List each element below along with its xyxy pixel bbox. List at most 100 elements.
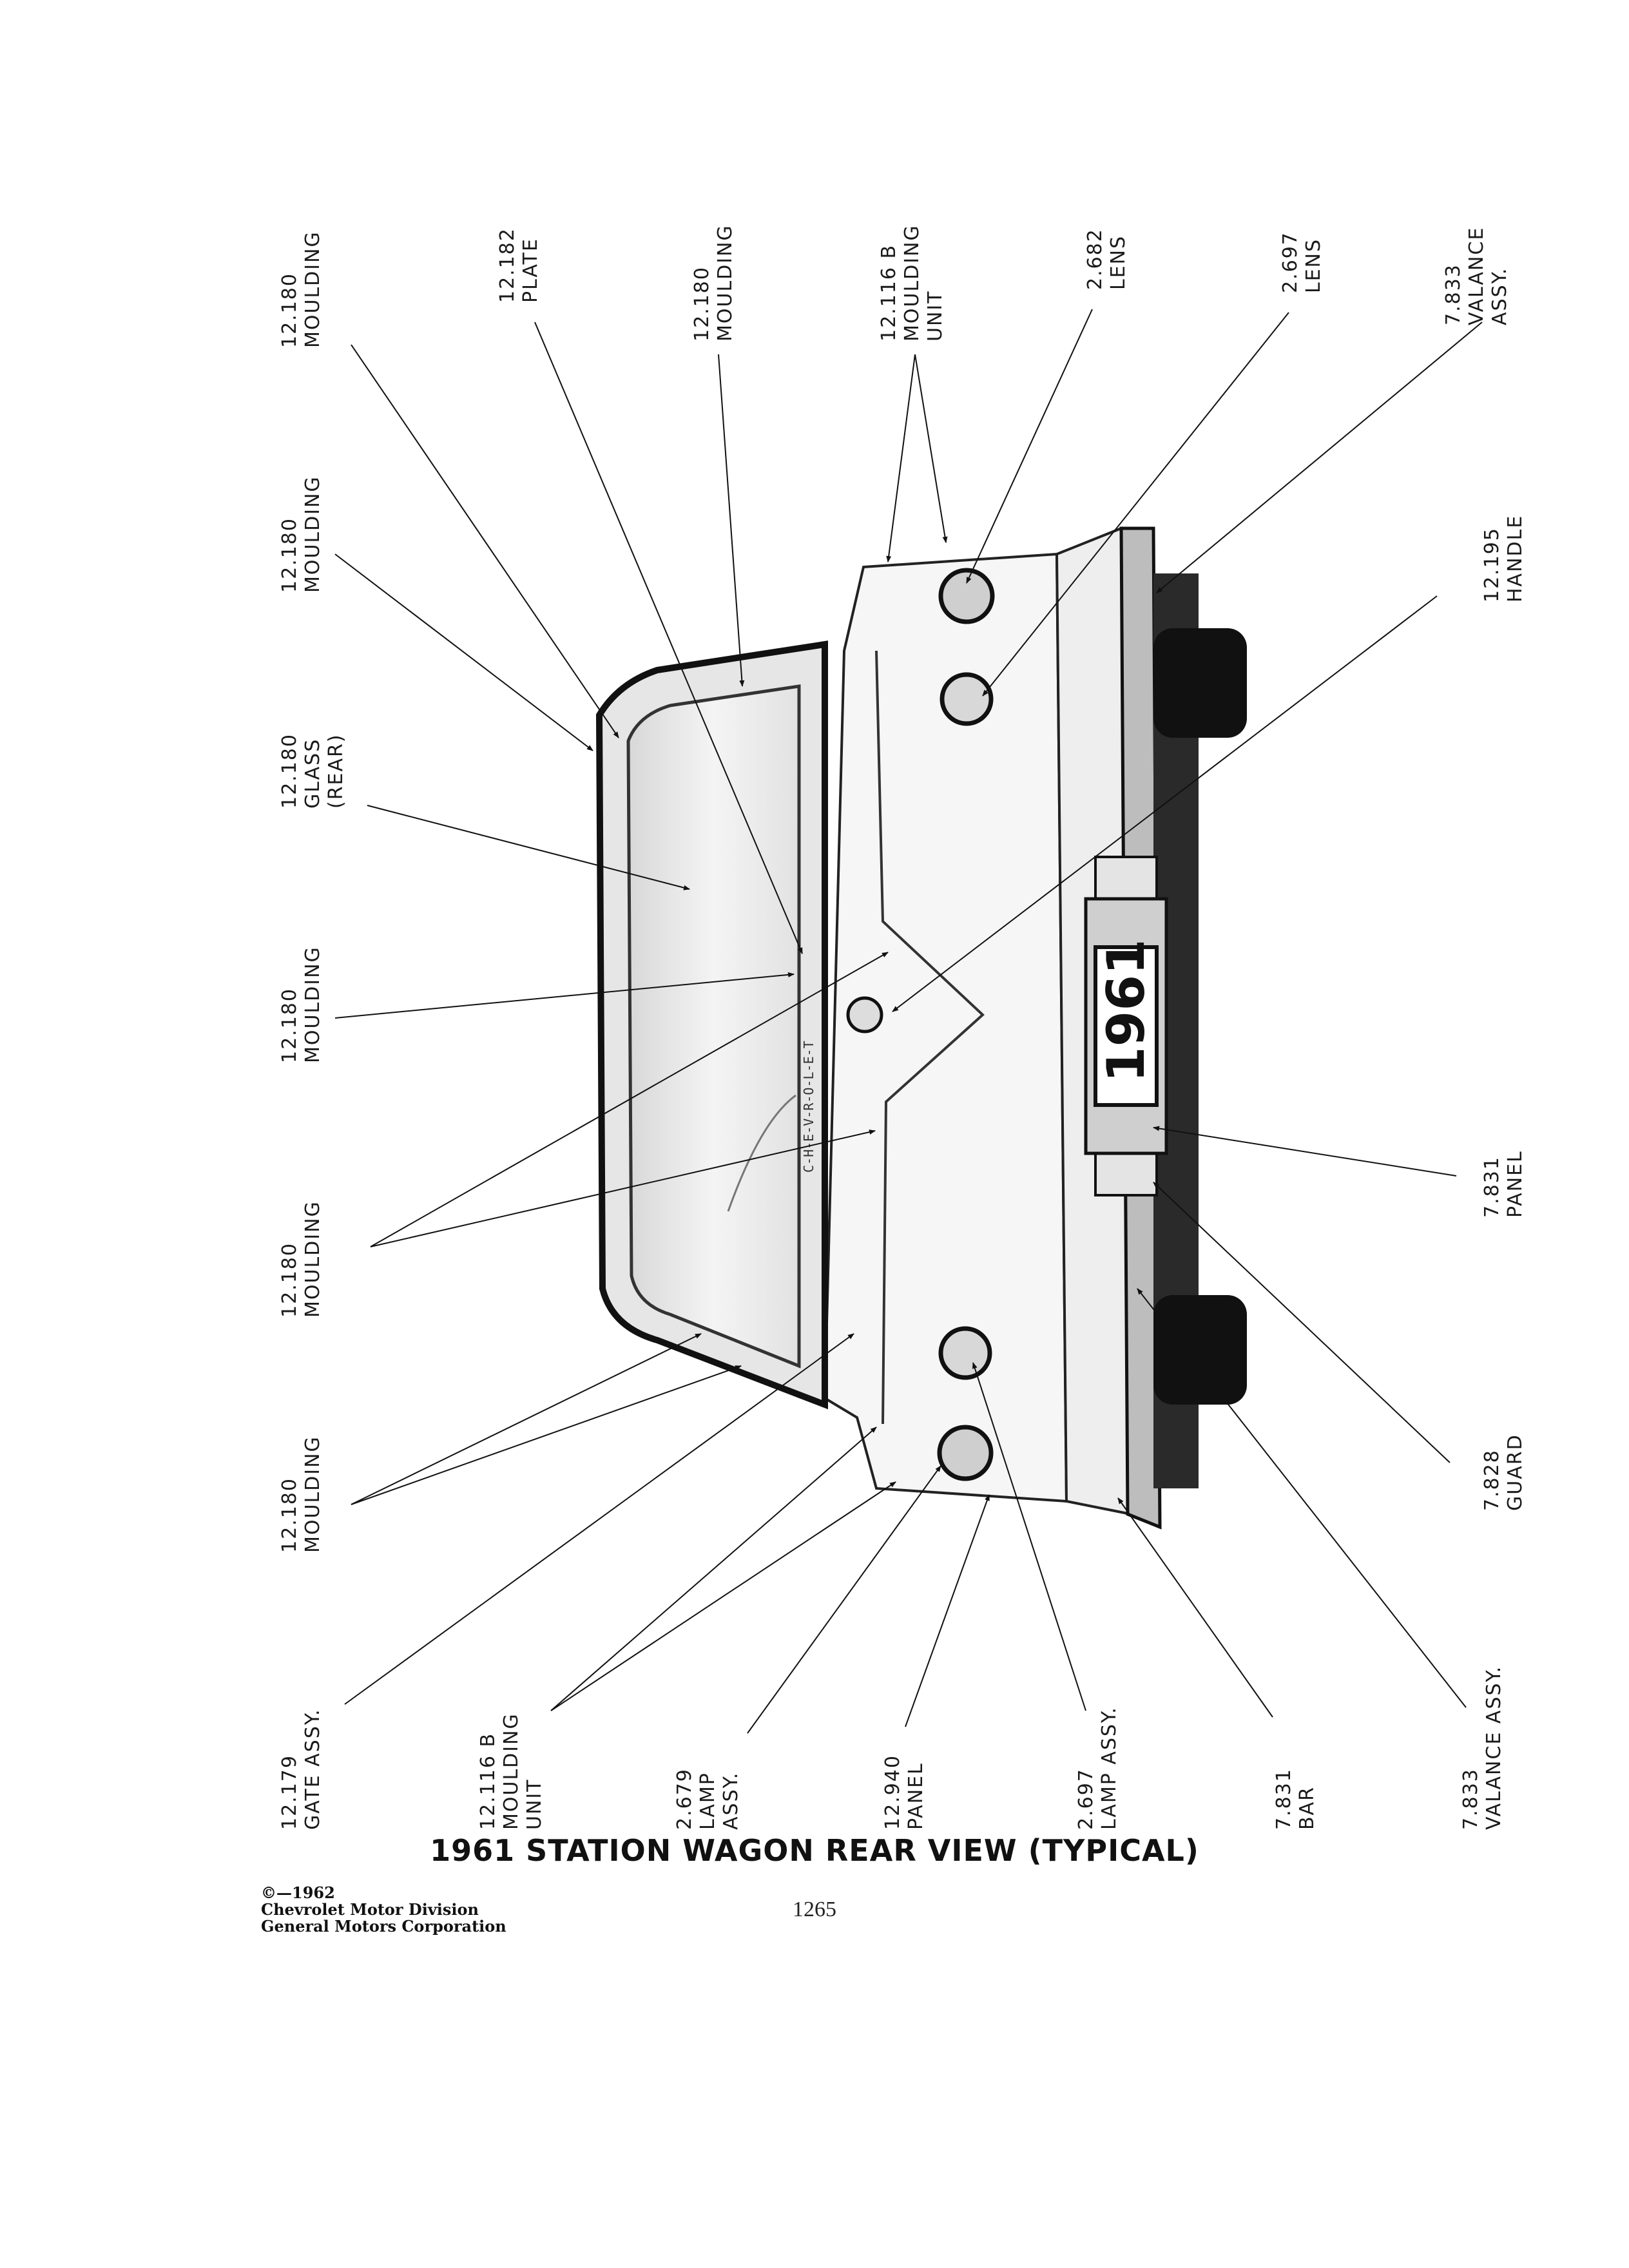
- tail-lamp-lower-outer: [937, 1425, 994, 1481]
- callout-line: GUARD: [1504, 1434, 1527, 1511]
- callout-line: 12.180: [691, 266, 713, 341]
- callout-line: LENS: [1107, 235, 1130, 290]
- leader-left-5b: [351, 1365, 742, 1505]
- callout-line: MOULDING: [500, 1713, 523, 1830]
- leader-right-2: [1153, 1126, 1457, 1177]
- callout-line: 2.682: [1084, 228, 1106, 290]
- glass-reflection: [727, 1094, 796, 1212]
- copyright-line-1: ©—1962: [261, 1883, 335, 1902]
- callout-line: GLASS: [302, 738, 324, 809]
- callout-line: MOULDING: [901, 224, 923, 341]
- gate-emblem-text: C-H-E-V-R-O-L-E-T: [801, 1041, 816, 1173]
- callout-line: 12.180: [278, 733, 301, 809]
- leader-bottom-2b: [550, 1481, 896, 1711]
- leader-bottom-3: [747, 1465, 941, 1734]
- leader-top-4a: [886, 354, 916, 562]
- callout-line: BAR: [1296, 1786, 1318, 1830]
- callout-line: LAMP ASSY.: [1098, 1706, 1121, 1830]
- leader-left-3: [334, 972, 795, 1019]
- page-number: 1265: [793, 1898, 836, 1921]
- callout-line: MOULDING: [714, 224, 737, 341]
- callout-line: (REAR): [325, 733, 347, 809]
- bumper-guard-lower: [1094, 1152, 1158, 1196]
- leader-right-3: [1153, 1182, 1451, 1463]
- leader-bottom-7: [1137, 1288, 1467, 1708]
- callout-line: 7.833: [1442, 264, 1465, 325]
- callout-line: HANDLE: [1504, 514, 1527, 602]
- callout-line: UNIT: [924, 290, 947, 341]
- callout-line: VALANCE ASSY.: [1483, 1665, 1505, 1830]
- leader-bottom-5: [972, 1362, 1086, 1711]
- callout-line: 12.180: [278, 988, 301, 1063]
- tail-lamp-upper-inner: [940, 672, 994, 726]
- car-illustration: C-H-E-V-R-O-L-E-T 1961: [595, 526, 1247, 1530]
- callout-line: UNIT: [523, 1778, 546, 1830]
- callout-line: MOULDING: [302, 946, 324, 1063]
- callout-line: PANEL: [1504, 1150, 1527, 1218]
- callout-line: PLATE: [519, 238, 542, 303]
- leader-left-4b: [370, 1129, 876, 1247]
- callout-line: PANEL: [905, 1762, 927, 1830]
- tire-lower: [1153, 1295, 1247, 1405]
- tail-lamp-lower-inner: [938, 1326, 992, 1380]
- callout-line: VALANCE: [1465, 226, 1488, 325]
- callout-line: LENS: [1302, 238, 1325, 293]
- leader-top-3: [718, 354, 745, 687]
- callout-line: 12.180: [278, 1477, 301, 1553]
- callout-line: 12.180: [278, 517, 301, 593]
- callout-line: GATE ASSY.: [302, 1708, 324, 1830]
- page-title: 1961 STATION WAGON REAR VIEW (TYPICAL): [430, 1833, 1199, 1868]
- callout-line: MOULDING: [302, 1200, 324, 1318]
- callout-line: 12.180: [278, 1242, 301, 1318]
- leader-top-1: [351, 344, 619, 738]
- callout-line: 12.116 B: [477, 1732, 499, 1830]
- copyright-notice: ©—1962 Chevrolet Motor Division General …: [261, 1885, 506, 1935]
- leader-bottom-6: [1117, 1497, 1273, 1718]
- license-plate-text: 1961: [1096, 939, 1156, 1082]
- callout-line: 2.697: [1075, 1768, 1097, 1830]
- tail-lamp-upper-outer: [938, 568, 995, 624]
- bumper-guard-upper: [1094, 856, 1158, 900]
- callout-line: 7.831: [1481, 1156, 1503, 1218]
- gate-handle: [846, 996, 883, 1033]
- copyright-line-3: General Motors Corporation: [261, 1917, 506, 1936]
- leader-top-5: [966, 309, 1093, 584]
- leader-top-4b: [914, 354, 948, 543]
- leader-top-6: [982, 312, 1289, 697]
- callout-line: 12.182: [496, 227, 519, 303]
- callout-line: 2.679: [673, 1768, 696, 1830]
- leader-bottom-1: [344, 1333, 854, 1705]
- rear-glass: [626, 684, 801, 1369]
- gate-v-crease: [875, 650, 985, 1425]
- callout-line: 7.828: [1481, 1449, 1503, 1511]
- callout-line: 7.833: [1460, 1768, 1482, 1830]
- callout-line: 12.179: [278, 1754, 301, 1830]
- copyright-line-2: Chevrolet Motor Division: [261, 1900, 479, 1919]
- callout-line: 12.195: [1481, 527, 1503, 602]
- leader-lines: [334, 309, 1483, 1734]
- leader-right-1: [892, 595, 1438, 1012]
- callout-line: 12.116 B: [878, 244, 900, 341]
- callout-line: MOULDING: [302, 1436, 324, 1553]
- callout-line: ASSY.: [720, 1771, 742, 1830]
- callout-line: 12.940: [882, 1754, 904, 1830]
- leader-left-5a: [351, 1333, 702, 1505]
